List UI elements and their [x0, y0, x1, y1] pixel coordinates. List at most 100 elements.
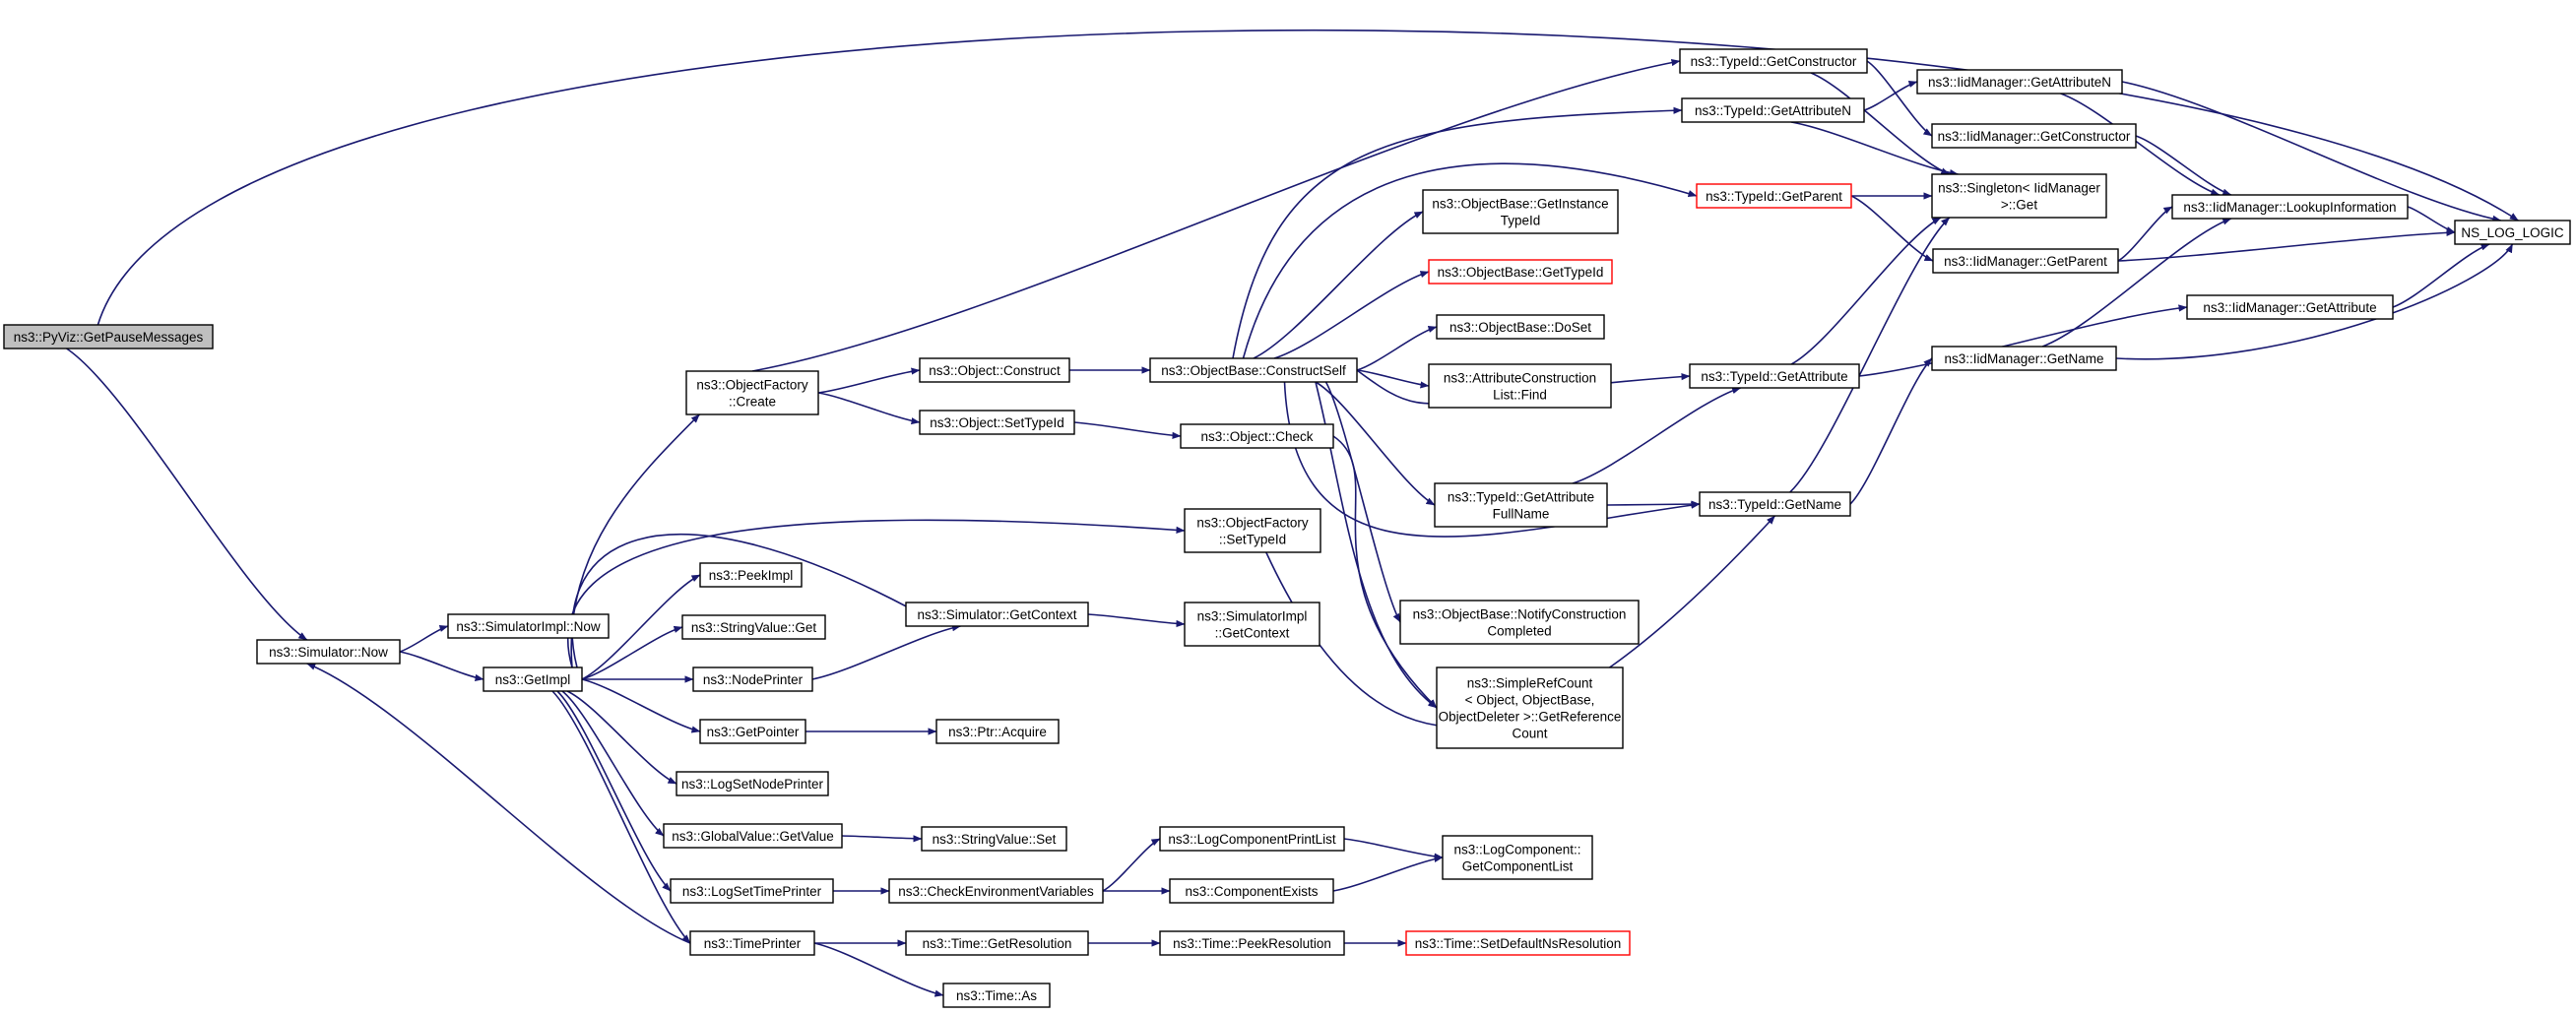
- node-obj_settypeid[interactable]: ns3::Object::SetTypeId: [919, 410, 1075, 435]
- node-box: [256, 639, 401, 665]
- edge-iid_getparent-to-iid_lookupinformation: [2117, 206, 2173, 262]
- edge-tid_getattributen-to-singleton_get: [1790, 121, 1959, 177]
- node-label: ns3::ObjectBase::GetTypeId: [1438, 265, 1604, 280]
- node-box: [676, 771, 829, 796]
- node-box: [919, 410, 1075, 435]
- node-time_setdefaultns[interactable]: ns3::Time::SetDefaultNsResolution: [1405, 930, 1631, 956]
- edge-getimpl-to-logsettimeprinter: [556, 690, 672, 892]
- node-iid_getconstructor[interactable]: ns3::IidManager::GetConstructor: [1931, 123, 2137, 149]
- edge-ob_constructself-to-ob_gettypeid: [1273, 271, 1430, 359]
- node-label: ns3::StringValue::Get: [691, 620, 817, 635]
- call-nodes: ns3::PyViz::GetPauseMessagesns3::Simulat…: [3, 48, 2571, 1008]
- node-label: >::Get: [2001, 198, 2037, 213]
- node-ob_notifyconstruction[interactable]: ns3::ObjectBase::NotifyConstructionCompl…: [1399, 600, 1640, 645]
- edge-tid_getconstructor-to-iid_getconstructor: [1866, 60, 1933, 137]
- node-iid_getname[interactable]: ns3::IidManager::GetName: [1931, 346, 2117, 371]
- node-timeprinter[interactable]: ns3::TimePrinter: [689, 930, 815, 956]
- node-label: ns3::IidManager::GetParent: [1944, 254, 2107, 269]
- node-nodeprinter[interactable]: ns3::NodePrinter: [692, 666, 813, 692]
- node-box: [1696, 183, 1852, 209]
- edge-tid_getname-to-iid_getname: [1849, 357, 1933, 505]
- node-ob_constructself[interactable]: ns3::ObjectBase::ConstructSelf: [1149, 357, 1358, 383]
- edge-tid_getattributefullname-to-tid_getattribute: [1572, 387, 1742, 484]
- edge-sim_now-to-simimpl_now: [399, 624, 449, 653]
- node-simplerefcount[interactable]: ns3::SimpleRefCount< Object, ObjectBase,…: [1436, 666, 1624, 749]
- node-box: [1428, 259, 1613, 285]
- node-box: [1916, 69, 2123, 95]
- node-time_getresolution[interactable]: ns3::Time::GetResolution: [905, 930, 1089, 956]
- node-of_settypeid[interactable]: ns3::ObjectFactory::SetTypeId: [1184, 508, 1321, 553]
- node-iid_getattribute[interactable]: ns3::IidManager::GetAttribute: [2186, 294, 2394, 320]
- node-stringvalue_get[interactable]: ns3::StringValue::Get: [681, 614, 826, 640]
- node-iid_lookupinformation[interactable]: ns3::IidManager::LookupInformation: [2171, 194, 2409, 220]
- node-label: ns3::TypeId::GetName: [1708, 497, 1841, 512]
- node-label: FullName: [1493, 507, 1550, 522]
- edge-tid_getattributefullname-to-tid_getname: [1606, 500, 1701, 508]
- edge-ob_constructself-to-ob_doset: [1356, 326, 1438, 371]
- node-tid_getconstructor[interactable]: ns3::TypeId::GetConstructor: [1679, 48, 1868, 74]
- node-getcomponentlist[interactable]: ns3::LogComponent::GetComponentList: [1442, 835, 1593, 880]
- node-peekimpl[interactable]: ns3::PeekImpl: [699, 562, 803, 588]
- node-tid_getname[interactable]: ns3::TypeId::GetName: [1699, 491, 1851, 517]
- node-box: [1931, 173, 2107, 219]
- node-label: ns3::Singleton< IidManager: [1938, 181, 2100, 196]
- node-label: ns3::TimePrinter: [704, 936, 802, 951]
- node-logsetnodeprinter[interactable]: ns3::LogSetNodePrinter: [676, 771, 829, 796]
- node-iid_getparent[interactable]: ns3::IidManager::GetParent: [1932, 248, 2119, 274]
- node-componentexists[interactable]: ns3::ComponentExists: [1169, 878, 1334, 904]
- node-label: ::Create: [729, 395, 776, 410]
- node-singleton_get[interactable]: ns3::Singleton< IidManager>::Get: [1931, 173, 2107, 219]
- node-getimpl[interactable]: ns3::GetImpl: [483, 666, 583, 692]
- node-box: [942, 983, 1051, 1008]
- node-logsettimeprinter[interactable]: ns3::LogSetTimePrinter: [670, 878, 834, 904]
- node-box: [919, 357, 1070, 383]
- node-tid_getattribute[interactable]: ns3::TypeId::GetAttribute: [1689, 363, 1860, 389]
- node-time_as[interactable]: ns3::Time::As: [942, 983, 1051, 1008]
- node-ns_log_logic[interactable]: NS_LOG_LOGIC: [2454, 220, 2571, 245]
- node-box: [2454, 220, 2571, 245]
- node-obj_check[interactable]: ns3::Object::Check: [1180, 423, 1334, 449]
- edge-getimpl-to-stringvalue_get: [581, 625, 683, 680]
- node-ptr_acquire[interactable]: ns3::Ptr::Acquire: [935, 719, 1060, 744]
- node-sim_now[interactable]: ns3::Simulator::Now: [256, 639, 401, 665]
- edge-of_create-to-obj_construct: [817, 367, 921, 394]
- node-simimpl_getcontext[interactable]: ns3::SimulatorImpl::GetContext: [1184, 602, 1320, 647]
- edge-ob_constructself-to-tid_getattributefullname: [1315, 381, 1436, 506]
- node-label: < Object, ObjectBase,: [1465, 693, 1595, 708]
- node-label: ns3::SimulatorImpl: [1197, 609, 1308, 624]
- node-label: ns3::IidManager::LookupInformation: [2183, 200, 2396, 215]
- edge-obj_check-to-simplerefcount: [1332, 435, 1438, 709]
- node-gv_getvalue[interactable]: ns3::GlobalValue::GetValue: [663, 823, 843, 849]
- edge-ob_constructself-to-tid_getparent: [1242, 162, 1698, 359]
- node-obj_construct[interactable]: ns3::Object::Construct: [919, 357, 1070, 383]
- edge-iid_lookupinformation-to-ns_log_logic: [2407, 206, 2456, 233]
- node-box: [1184, 602, 1320, 647]
- edge-iid_getattribute-to-ns_log_logic: [2392, 243, 2490, 308]
- node-of_create[interactable]: ns3::ObjectFactory::Create: [685, 370, 819, 415]
- node-box: [1405, 930, 1631, 956]
- node-label: ns3::Time::As: [956, 988, 1037, 1003]
- node-time_peekresolution[interactable]: ns3::Time::PeekResolution: [1159, 930, 1345, 956]
- node-getpointer[interactable]: ns3::GetPointer: [699, 719, 806, 744]
- node-tid_getattributen[interactable]: ns3::TypeId::GetAttributeN: [1681, 97, 1865, 123]
- node-sim_getcontext[interactable]: ns3::Simulator::GetContext: [905, 602, 1089, 627]
- node-tid_getparent[interactable]: ns3::TypeId::GetParent: [1696, 183, 1852, 209]
- node-box: [1434, 482, 1608, 528]
- node-simimpl_now[interactable]: ns3::SimulatorImpl::Now: [447, 613, 610, 639]
- node-label: ns3::TypeId::GetParent: [1706, 189, 1842, 204]
- node-iid_getattributen[interactable]: ns3::IidManager::GetAttributeN: [1916, 69, 2123, 95]
- node-logcomponentprintlist[interactable]: ns3::LogComponentPrintList: [1159, 826, 1345, 852]
- node-getpause[interactable]: ns3::PyViz::GetPauseMessages: [3, 324, 214, 349]
- node-label: ns3::SimulatorImpl::Now: [456, 619, 601, 634]
- edge-ob_constructself-to-tid_getattributen: [1232, 106, 1683, 359]
- node-checkenv[interactable]: ns3::CheckEnvironmentVariables: [888, 878, 1104, 904]
- node-ob_doset[interactable]: ns3::ObjectBase::DoSet: [1436, 314, 1605, 340]
- node-ob_gettypeid[interactable]: ns3::ObjectBase::GetTypeId: [1428, 259, 1613, 285]
- edge-getpause-to-ns_log_logic: [97, 29, 2519, 326]
- edge-tid_getconstructor-to-singleton_get: [1810, 72, 1951, 175]
- node-label: ns3::CheckEnvironmentVariables: [898, 884, 1094, 899]
- node-stringvalue_set[interactable]: ns3::StringValue::Set: [921, 826, 1067, 852]
